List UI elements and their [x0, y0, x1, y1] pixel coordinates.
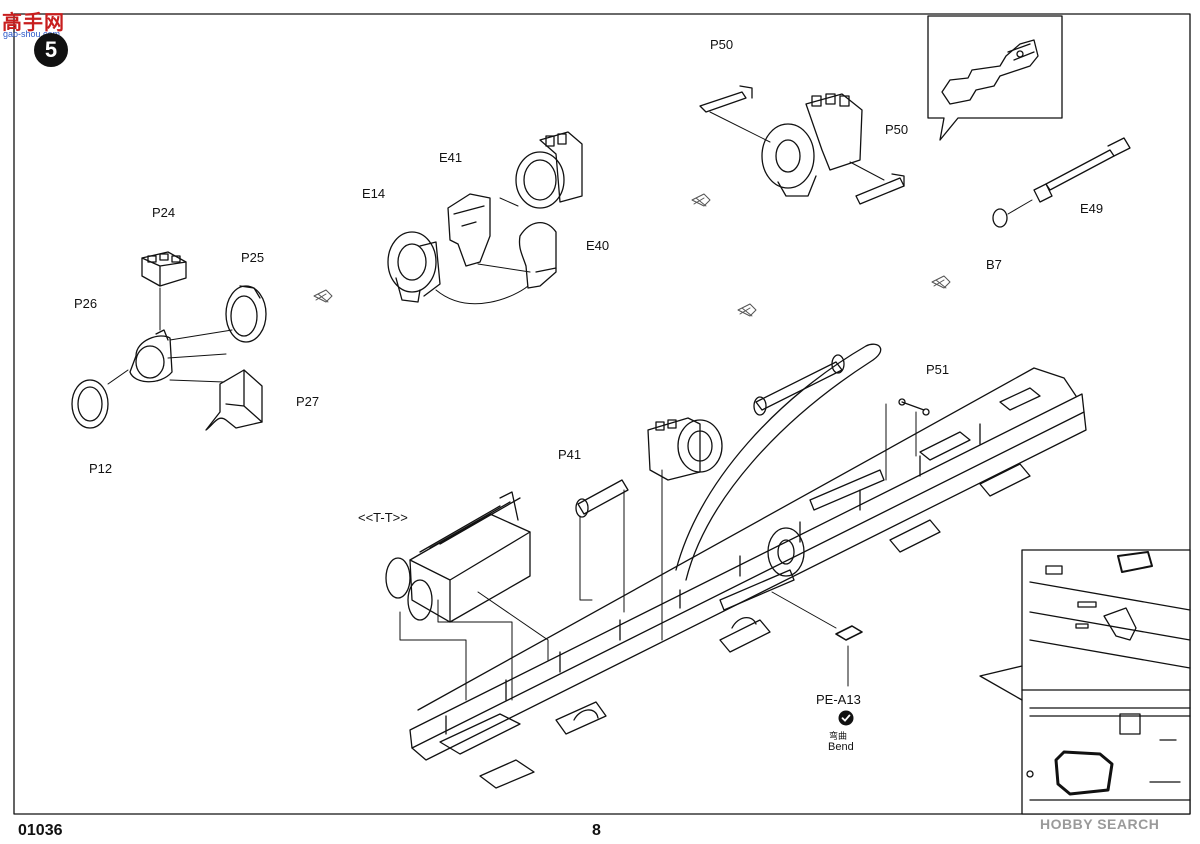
label-e14: E14: [362, 186, 386, 201]
hobbysearch-watermark: HOBBY SEARCH: [1040, 816, 1160, 832]
part-pe-a13: [835, 625, 863, 641]
product-code: 01036: [18, 822, 63, 839]
label-p41: P41: [558, 447, 582, 462]
label-e41: E41: [439, 150, 463, 165]
part-e14-gearbox: [387, 231, 441, 303]
label-p24: P24: [152, 205, 176, 220]
part-e41-shroud: [447, 193, 491, 267]
page-number: 8: [592, 822, 601, 839]
page-frame: [13, 13, 1191, 815]
watermark-logo: 高手网: [2, 12, 65, 34]
upper-drive-shaft: [753, 354, 845, 416]
part-p12-ring: [71, 379, 109, 429]
label-p51: P51: [926, 362, 950, 377]
label-pe-a13: PE-A13: [816, 692, 861, 707]
part-tt-engine: [385, 491, 531, 623]
exhaust-pipe: [675, 343, 882, 581]
part-b7-disc: [992, 199, 1033, 228]
bend-check-icon: [838, 710, 854, 726]
inset-callout-top: [927, 15, 1063, 141]
label-p50-top: P50: [710, 37, 734, 52]
flow-arrows: [313, 193, 951, 317]
step-number-badge: 5: [34, 33, 68, 67]
part-e40-half: [518, 222, 557, 289]
part-p50-bracket-right: [855, 173, 905, 205]
chassis-frame: [409, 367, 1087, 789]
label-p50-right: P50: [885, 122, 909, 137]
part-p41-joint: [575, 479, 629, 518]
part-engine-block-top: [515, 131, 583, 209]
label-e40: E40: [586, 238, 610, 253]
part-p27-shroud: [205, 369, 263, 431]
assembly-lines-p50: [709, 111, 885, 181]
label-b7: B7: [986, 257, 1002, 272]
drive-shafts-chassis: [719, 469, 885, 611]
bend-label-chinese: 弯曲: [829, 731, 848, 741]
part-p26-ring: [129, 329, 173, 383]
label-tt: <<T-T>>: [358, 510, 408, 525]
label-p26: P26: [74, 296, 98, 311]
part-e49-shaft: [1033, 137, 1131, 203]
part-p25-disc: [225, 285, 267, 343]
part-p24-block: [141, 251, 187, 287]
bend-label-english: Bend: [828, 741, 854, 753]
part-p50-bracket-left: [699, 85, 753, 113]
inset-detail-bottom: [979, 549, 1191, 815]
assembly-lines-main: [399, 403, 917, 701]
label-p12: P12: [89, 461, 113, 476]
assembly-lines-p-group: [107, 287, 233, 385]
label-p25: P25: [241, 250, 265, 265]
part-gearbox-center: [647, 417, 723, 481]
part-p51-link: [898, 398, 930, 416]
chassis-crossmembers: [445, 387, 1041, 735]
assembly-lines-e-group: [435, 197, 531, 305]
part-transmission-unit: [761, 93, 863, 197]
watermark-url: gao-shou.com: [3, 29, 61, 39]
label-p27: P27: [296, 394, 320, 409]
label-e49: E49: [1080, 201, 1104, 216]
